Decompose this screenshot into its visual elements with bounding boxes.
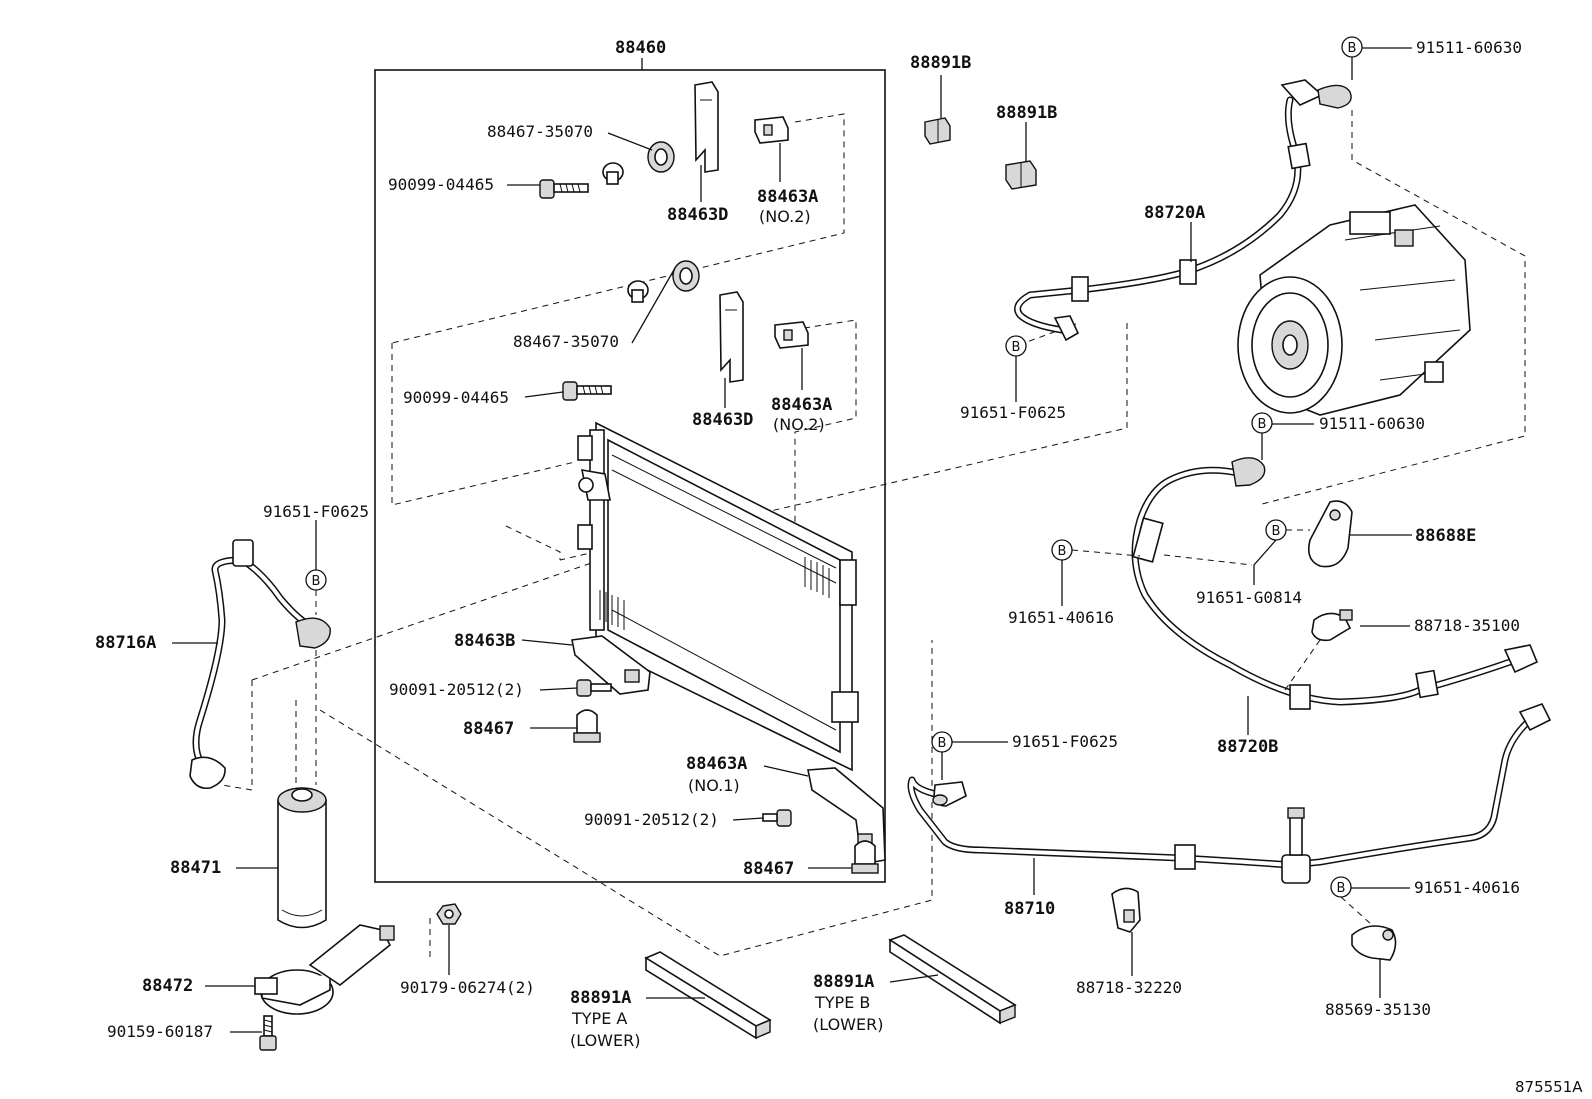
label-screw-top[interactable]: 90099-04465 xyxy=(388,175,494,194)
bolt-marker-icon: B xyxy=(931,731,953,753)
bolt-20512-b-icon xyxy=(762,809,792,827)
grommet-2-icon xyxy=(851,840,879,874)
label-cushion-b[interactable]: 88891A xyxy=(813,972,874,992)
label-damper-top[interactable]: 88467-35070 xyxy=(487,122,593,141)
label-receiver[interactable]: 88471 xyxy=(170,858,221,878)
cushion-type-b-icon xyxy=(888,934,1017,1025)
svg-text:B: B xyxy=(1012,340,1021,355)
svg-text:B: B xyxy=(1258,417,1267,432)
svg-text:B: B xyxy=(1058,544,1067,559)
condenser-core-icon xyxy=(577,421,859,772)
bracket-d-top-icon xyxy=(694,81,719,173)
label-bolt-40616-mid[interactable]: 91651-40616 xyxy=(1008,608,1114,627)
bolt-marker-icon: B xyxy=(1330,876,1352,898)
label-bracket-a1-note: (NO.1) xyxy=(688,776,740,795)
label-bracket-a2-mid[interactable]: 88463A xyxy=(771,395,832,415)
washer-mid-icon xyxy=(627,280,649,303)
label-bolt-f0625-left[interactable]: 91651-F0625 xyxy=(263,502,369,521)
screw-top-icon xyxy=(539,179,589,199)
label-damper-mid[interactable]: 88467-35070 xyxy=(513,332,619,351)
label-bolt-top-right[interactable]: 91511-60630 xyxy=(1416,38,1522,57)
grommet-1-icon xyxy=(573,709,601,743)
label-grommet-1[interactable]: 88467 xyxy=(463,719,514,739)
label-cushion-b-type: TYPE B xyxy=(814,993,870,1012)
label-bolt-20512-a[interactable]: 90091-20512(2) xyxy=(389,680,524,699)
diagram-id: 875551A xyxy=(1515,1078,1583,1096)
label-cushion-a-type: TYPE A xyxy=(571,1009,627,1028)
label-bolt-20512-b[interactable]: 90091-20512(2) xyxy=(584,810,719,829)
label-bolt-mid-right[interactable]: 91511-60630 xyxy=(1319,414,1425,433)
clamp-88688E-icon xyxy=(1307,500,1353,568)
label-bolt-60187[interactable]: 90159-60187 xyxy=(107,1022,213,1041)
bracket-a2-mid-icon xyxy=(774,321,809,349)
label-bolt-g0814[interactable]: 91651-G0814 xyxy=(1196,588,1302,607)
bracket-a2-top-icon xyxy=(754,116,789,144)
label-clamp-35100[interactable]: 88718-35100 xyxy=(1414,616,1520,635)
bolt-marker-icon: B xyxy=(1005,335,1027,357)
clamp-32220-icon xyxy=(1111,887,1141,933)
bracket-d-mid-icon xyxy=(719,291,744,383)
bolt-marker-icon: B xyxy=(1341,36,1363,58)
label-bracket-b[interactable]: 88463B xyxy=(454,631,515,651)
bolt-marker-icon: B xyxy=(1251,412,1273,434)
label-bracket-d-top[interactable]: 88463D xyxy=(667,205,728,225)
bracket-b-icon xyxy=(571,635,651,695)
label-hose-discharge[interactable]: 88720A xyxy=(1144,203,1205,223)
label-cushion-88891B-1[interactable]: 88891B xyxy=(910,53,971,73)
label-cushion-a-pos: (LOWER) xyxy=(570,1031,640,1050)
liquid-tube-icon xyxy=(907,703,1552,884)
label-nut-06274[interactable]: 90179-06274(2) xyxy=(400,978,535,997)
label-bolt-f0625-tube[interactable]: 91651-F0625 xyxy=(1012,732,1118,751)
label-cushion-a[interactable]: 88891A xyxy=(570,988,631,1008)
tube-88716A-icon xyxy=(189,539,331,790)
label-cushion-b-pos: (LOWER) xyxy=(813,1015,883,1034)
label-receiver-bracket[interactable]: 88472 xyxy=(142,976,193,996)
washer-top-icon xyxy=(602,162,624,185)
damper-top-icon xyxy=(647,141,675,173)
clamp-35100-icon xyxy=(1311,609,1353,642)
label-tube-88716A[interactable]: 88716A xyxy=(95,633,156,653)
label-bracket-a1[interactable]: 88463A xyxy=(686,754,747,774)
label-tube-liquid[interactable]: 88710 xyxy=(1004,899,1055,919)
discharge-hose-icon xyxy=(1014,79,1352,342)
svg-text:B: B xyxy=(1337,881,1346,896)
receiver-icon xyxy=(277,650,327,929)
label-bracket-a2-top-note: (NO.2) xyxy=(759,207,811,226)
label-screw-mid[interactable]: 90099-04465 xyxy=(403,388,509,407)
svg-text:B: B xyxy=(1348,41,1357,56)
label-clamp-88688E[interactable]: 88688E xyxy=(1415,526,1476,546)
label-bolt-f0625-hose[interactable]: 91651-F0625 xyxy=(960,403,1066,422)
svg-text:B: B xyxy=(1272,524,1281,539)
damper-mid-icon xyxy=(672,260,700,292)
cushion-88891B-1-icon xyxy=(924,117,951,145)
compressor-icon xyxy=(1237,204,1471,416)
bolt-marker-icon: B xyxy=(1265,519,1287,541)
nut-06274-icon xyxy=(436,903,462,925)
suction-hose-icon xyxy=(1131,457,1539,710)
receiver-bracket-icon xyxy=(254,924,395,1015)
label-clamp-35130[interactable]: 88569-35130 xyxy=(1325,1000,1431,1019)
label-grommet-2[interactable]: 88467 xyxy=(743,859,794,879)
label-bracket-a2-top[interactable]: 88463A xyxy=(757,187,818,207)
bolt-marker-icon: B xyxy=(305,569,327,591)
label-bracket-d-mid[interactable]: 88463D xyxy=(692,410,753,430)
cushion-type-a-icon xyxy=(644,951,772,1040)
label-condenser-assy[interactable]: 88460 xyxy=(615,38,666,58)
clamp-35130-icon xyxy=(1351,925,1397,961)
label-cushion-88891B-2[interactable]: 88891B xyxy=(996,103,1057,123)
condenser-assembly-frame xyxy=(374,69,886,883)
label-bolt-40616-low[interactable]: 91651-40616 xyxy=(1414,878,1520,897)
svg-text:B: B xyxy=(938,736,947,751)
label-hose-suction[interactable]: 88720B xyxy=(1217,737,1278,757)
label-bracket-a2-mid-note: (NO.2) xyxy=(773,415,825,434)
bolt-marker-icon: B xyxy=(1051,539,1073,561)
screw-mid-icon xyxy=(562,381,612,401)
label-clamp-32220[interactable]: 88718-32220 xyxy=(1076,978,1182,997)
bolt-60187-icon xyxy=(259,1015,277,1051)
cushion-88891B-2-icon xyxy=(1005,160,1037,190)
svg-text:B: B xyxy=(312,574,321,589)
